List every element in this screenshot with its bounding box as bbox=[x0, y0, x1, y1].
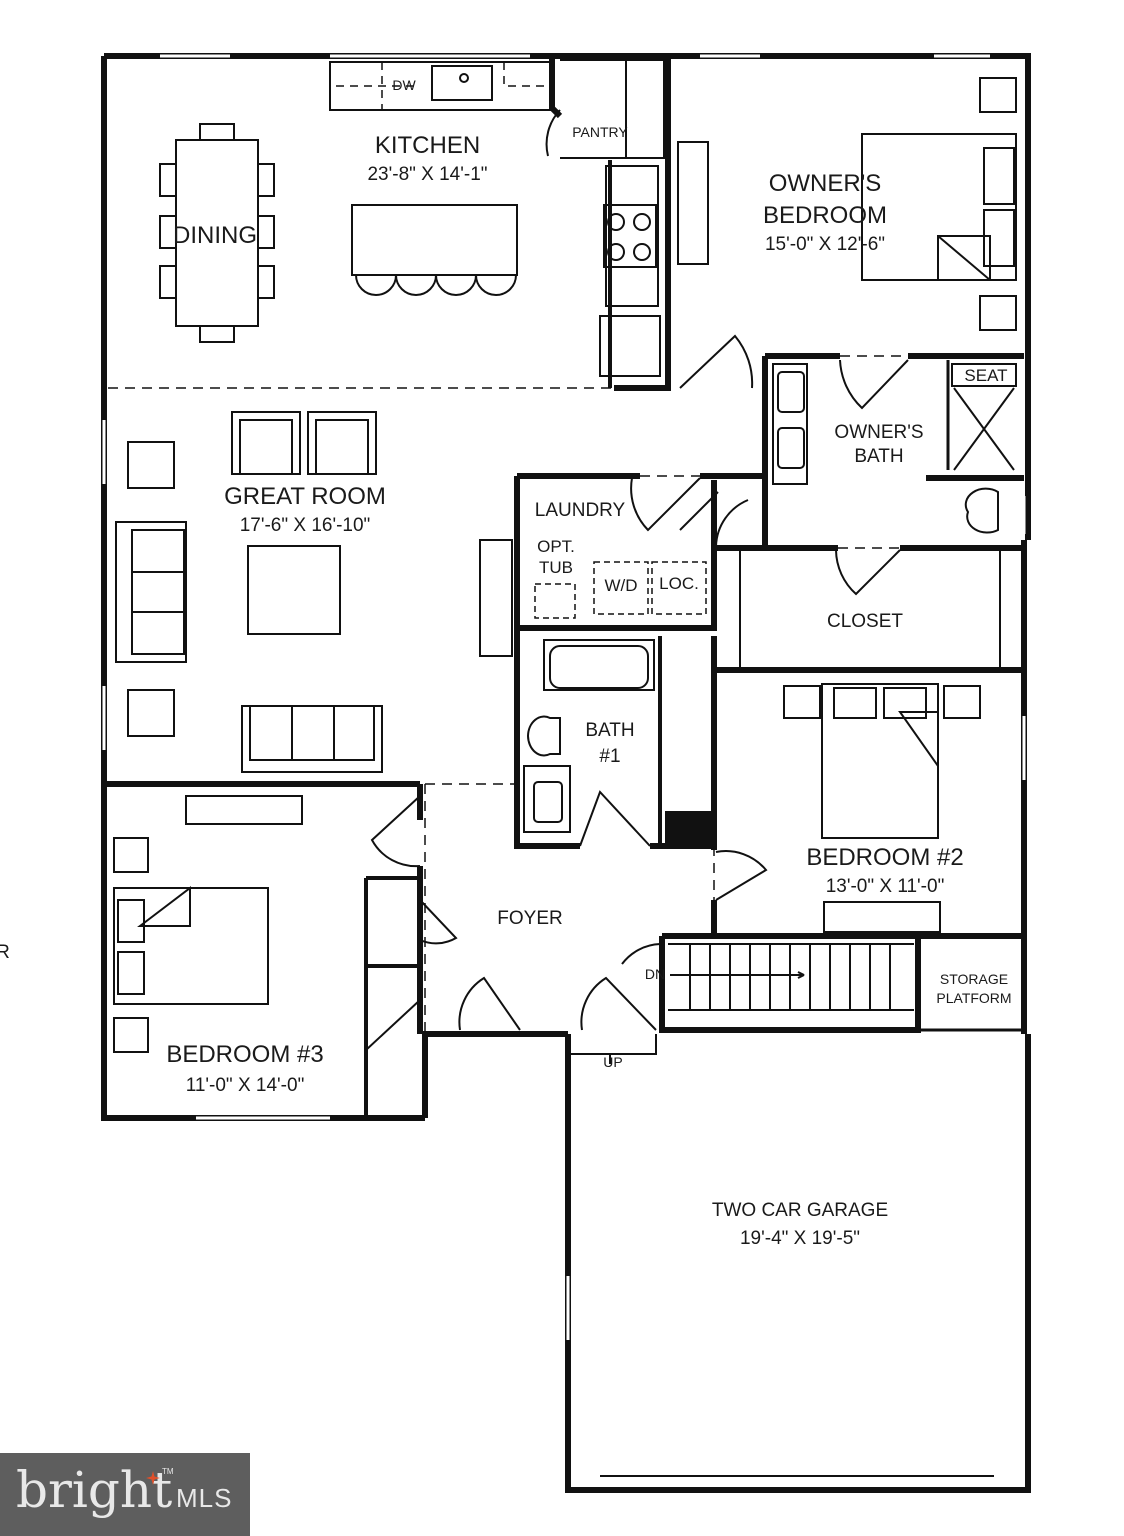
room-label-bedroom-2: BEDROOM #2 bbox=[806, 844, 964, 871]
room-label-kitchen: KITCHEN bbox=[374, 132, 481, 159]
fixture-label-seat: SEAT bbox=[964, 366, 1008, 385]
trademark-mark: TM bbox=[162, 1467, 174, 1476]
room-size-kitchen: 23'-8" X 14'-1" bbox=[367, 164, 488, 185]
fixture-label-loc: LOC. bbox=[659, 574, 699, 593]
room-label-owners-bath-line2: BATH bbox=[854, 446, 904, 467]
room-label-owners-bath-line1: OWNER'S bbox=[834, 422, 924, 443]
sparkle-icon bbox=[146, 1471, 160, 1485]
room-size-garage: 19'-4" X 19'-5" bbox=[739, 1228, 861, 1249]
fixture-label-dishwasher: DW bbox=[392, 77, 416, 93]
bright-mls-logo: bright TM MLS bbox=[0, 1453, 250, 1536]
room-size-bedroom-2: 13'-0" X 11'-0" bbox=[825, 876, 945, 897]
fixture-label-washer-dryer: W/D bbox=[604, 576, 638, 595]
room-size-great-room: 17'-6" X 16'-10" bbox=[239, 515, 371, 536]
room-label-garage: TWO CAR GARAGE bbox=[711, 1200, 889, 1221]
room-label-dining: DINING bbox=[173, 222, 257, 249]
room-label-foyer: FOYER bbox=[497, 908, 563, 929]
room-label-bath-1-line1: BATH bbox=[585, 720, 635, 741]
room-label-storage-line2: PLATFORM bbox=[936, 990, 1012, 1006]
stair-label-down: DN bbox=[644, 966, 666, 982]
room-size-bedroom-3: 11'-0" X 14'-0" bbox=[185, 1075, 305, 1096]
room-label-great-room: GREAT ROOM bbox=[224, 483, 386, 510]
room-label-storage-line1: STORAGE bbox=[939, 971, 1009, 987]
room-label-bedroom-3: BEDROOM #3 bbox=[166, 1041, 324, 1068]
fixture-label-opt-tub-line1: OPT. bbox=[537, 537, 575, 556]
logo-wordmark: bright bbox=[16, 1461, 173, 1519]
stair-label-up: UP bbox=[603, 1054, 623, 1070]
room-size-owners-bedroom: 15'-0" X 12'-6" bbox=[764, 234, 886, 255]
cropped-edge-text: R bbox=[0, 942, 10, 963]
room-label-owners-bedroom-line2: BEDROOM bbox=[762, 202, 887, 229]
room-label-closet: CLOSET bbox=[826, 611, 904, 632]
logo-mls-text: MLS bbox=[176, 1483, 233, 1513]
room-label-owners-bedroom-line1: OWNER'S bbox=[768, 170, 882, 197]
room-label-pantry: PANTRY bbox=[572, 124, 628, 140]
room-label-bath-1-line2: #1 bbox=[599, 746, 621, 767]
fixture-label-opt-tub-line2: TUB bbox=[539, 558, 573, 577]
room-label-laundry: LAUNDRY bbox=[534, 500, 626, 521]
